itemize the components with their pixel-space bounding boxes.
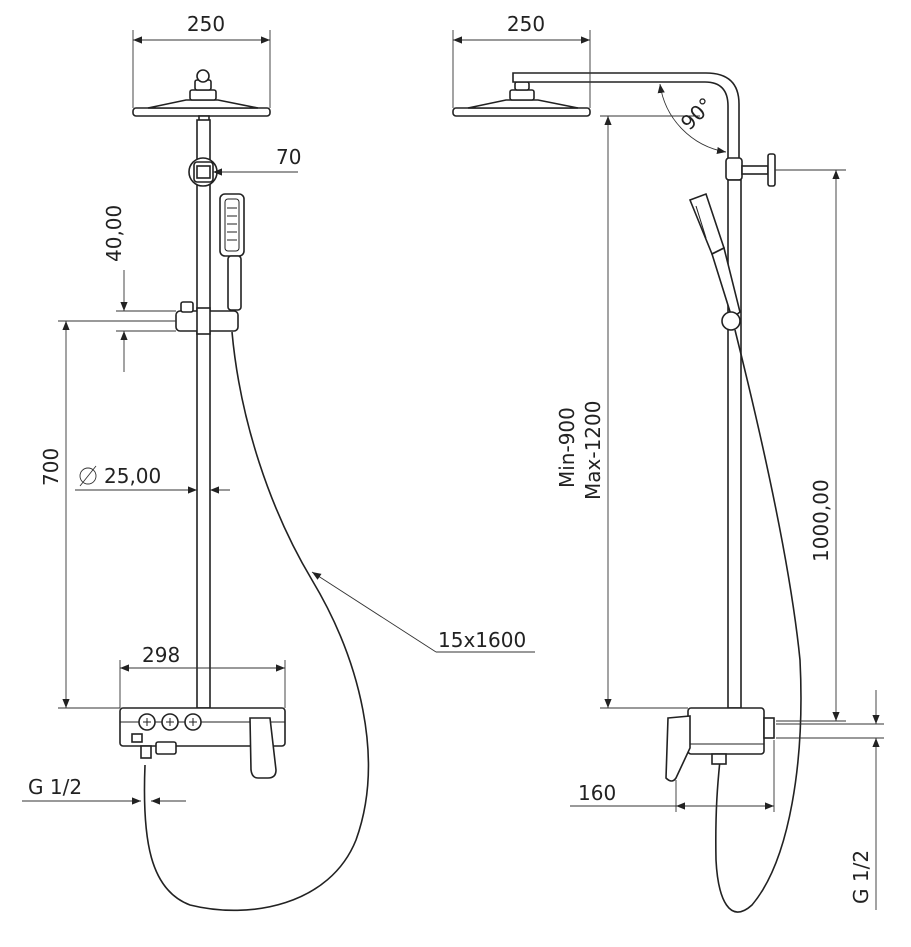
side-inlet-thread-label: G 1/2 — [849, 850, 873, 904]
front-pipe-diameter-label: 25,00 — [104, 464, 161, 488]
side-riser-pipe — [727, 179, 742, 709]
side-arm-angle-label: 90° — [676, 93, 718, 135]
side-dimensions — [452, 30, 884, 910]
front-slider-holder — [175, 301, 239, 335]
front-dimensions — [22, 30, 535, 805]
front-hand-shower — [219, 193, 245, 311]
front-head-width-label: 250 — [187, 12, 225, 36]
side-hose — [715, 329, 802, 913]
side-head-width-label: 250 — [507, 12, 545, 36]
side-height-max-label: Max-1200 — [581, 401, 605, 500]
side-bracket-height-label: 1000,00 — [809, 479, 833, 562]
side-hand-shower — [688, 192, 741, 331]
front-base-width-label: 298 — [142, 643, 180, 667]
front-hose — [143, 331, 370, 912]
front-riser-pipe — [196, 119, 211, 709]
front-inlet-thread-label: G 1/2 — [28, 775, 82, 799]
front-bracket-offset-label: 70 — [276, 145, 301, 169]
front-thermostat-base — [119, 707, 286, 779]
side-thermostat-base — [665, 707, 775, 782]
side-wall-bracket — [725, 153, 776, 187]
side-height-min-label: Min-900 — [555, 407, 579, 488]
front-shower-head — [132, 69, 271, 123]
front-view: 250 70 40,00 700 25,00 15x1600 298 G 1/2 — [22, 12, 535, 912]
side-projection-label: 160 — [578, 781, 616, 805]
front-hose-size-label: 15x1600 — [438, 628, 526, 652]
front-holder-height-label: 40,00 — [102, 205, 126, 262]
front-holder-to-base-label: 700 — [39, 448, 63, 486]
side-shower-head — [452, 81, 591, 117]
side-view: 250 90° Min-900 Max-1200 1000,00 160 G 1… — [452, 12, 884, 913]
front-wall-bracket — [188, 157, 218, 187]
